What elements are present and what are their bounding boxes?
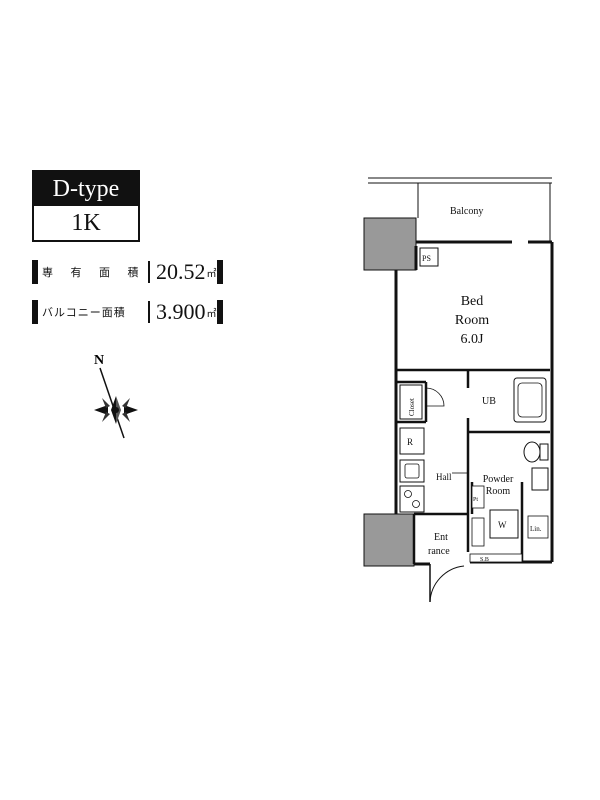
linen-box <box>527 515 549 539</box>
entrance-door-swing <box>429 564 465 603</box>
exclusive-area-unit: ㎡ <box>206 268 217 280</box>
balcony-area-value: 3.900 <box>156 299 206 324</box>
sink-icon <box>399 459 425 483</box>
ps-label: PS <box>422 254 431 263</box>
divider <box>148 261 150 283</box>
exclusive-area-value: 20.52 <box>156 259 206 284</box>
ub-label: UB <box>482 396 496 407</box>
toilet-tank <box>539 443 549 461</box>
shoe-box-label: S.B <box>480 557 489 563</box>
layout-type: 1K <box>34 206 138 240</box>
fridge-label: R <box>407 437 413 447</box>
burner-icon <box>412 500 420 508</box>
ps-box <box>419 247 439 267</box>
balcony-rail <box>368 177 552 242</box>
type-name: D-type <box>34 172 138 206</box>
burner-icon <box>404 490 412 498</box>
washbasin-icon <box>531 467 549 491</box>
powder-room-label-line2: Room <box>486 486 511 497</box>
linen-label: Lin. <box>530 525 542 533</box>
bar-marker <box>216 260 223 284</box>
exclusive-area-row: 専 有 面 積 20.52 ㎡ <box>32 258 254 286</box>
column-top <box>363 217 417 271</box>
bar-marker <box>216 300 223 324</box>
sink-bowl <box>404 463 420 479</box>
balcony-area-unit: ㎡ <box>206 308 217 320</box>
fridge-box <box>399 427 425 455</box>
bar-marker <box>32 260 38 284</box>
closet-label: Closet <box>408 398 416 416</box>
pantry-label: Pt <box>473 497 478 503</box>
toilet-icon <box>523 441 541 463</box>
balcony-area-row: バルコニー面積 3.900 ㎡ <box>32 298 254 326</box>
north-label: N <box>94 353 104 368</box>
divider <box>148 301 150 323</box>
compass-rose-icon: N <box>94 353 138 439</box>
bedroom-size: 6.0J <box>461 332 485 347</box>
bathtub-icon <box>513 377 547 423</box>
entrance-label-line1: Ent <box>434 532 448 543</box>
stove-icon <box>399 485 425 513</box>
bathtub-inner <box>517 382 543 418</box>
washer-pan <box>489 509 519 539</box>
powder-room-label-line1: Powder <box>483 474 514 485</box>
floor-plan: PS Balcony Bed Room 6.0J Closet UB R Hal… <box>363 177 554 603</box>
hall-label: Hall <box>436 472 452 482</box>
storage-box <box>471 517 485 547</box>
entrance-label-line2: rance <box>428 546 450 557</box>
pantry-box <box>471 485 485 509</box>
exclusive-area-label: 専 有 面 積 <box>42 266 146 279</box>
bedroom-label-line1: Bed <box>461 294 484 309</box>
bedroom-label-line2: Room <box>455 313 489 328</box>
shoe-box <box>469 553 523 563</box>
column-bottom <box>363 513 415 567</box>
bar-marker <box>32 300 38 324</box>
balcony-label: Balcony <box>450 206 483 217</box>
inner-wall <box>394 270 550 564</box>
washer-label: W <box>498 520 507 530</box>
door-swing <box>425 387 445 407</box>
closet-box <box>399 384 423 420</box>
balcony-area-label: バルコニー面積 <box>42 306 126 319</box>
type-badge: D-type 1K <box>32 170 140 242</box>
